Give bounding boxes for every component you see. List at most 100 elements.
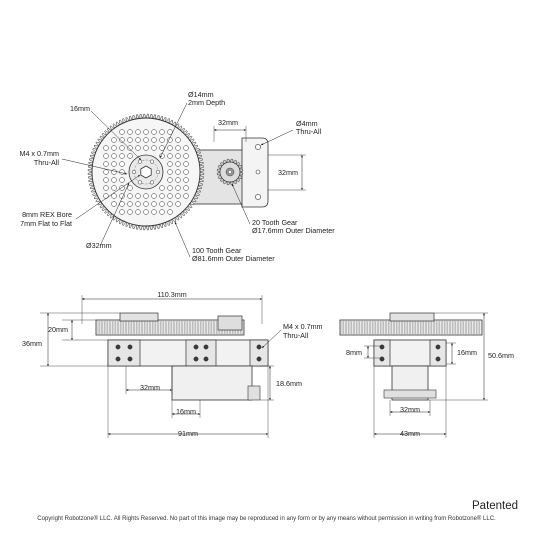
gear-pattern-hole <box>143 137 149 143</box>
hub-tapped-holes <box>131 159 161 185</box>
gear-pattern-hole <box>119 161 125 167</box>
hub-tapped-hole <box>149 159 155 164</box>
gear-pattern-hole <box>175 161 181 167</box>
gear-pattern-hole <box>151 137 157 143</box>
gear-pattern-hole <box>111 145 117 151</box>
label-dia32: Ø32mm <box>86 241 112 250</box>
gear-pattern-hole <box>143 129 149 135</box>
side-view <box>40 295 282 438</box>
gear-pattern-hole <box>127 209 133 215</box>
label-thru-all-bracket: Thru-All <box>296 127 322 136</box>
label-32-vertical: 32mm <box>278 168 298 177</box>
gear-pattern-hole <box>111 185 117 191</box>
gear-pattern-hole <box>119 209 125 215</box>
label-depth2: 2mm Depth <box>188 98 226 107</box>
label-m4tap-top: M4 x 0.7mm <box>19 149 59 158</box>
label-43: 43mm <box>400 429 420 438</box>
bolt-head <box>435 356 441 362</box>
label-m4tap-side: M4 x 0.7mm <box>283 322 323 331</box>
gear-pattern-hole <box>151 193 157 199</box>
gear-pattern-hole <box>183 193 189 199</box>
gear-pattern-hole <box>167 161 173 167</box>
label-110: 110.3mm <box>157 290 187 299</box>
gear-pattern-hole <box>103 193 109 199</box>
gear-pattern-hole <box>127 201 133 207</box>
label-16mm-end: 16mm <box>457 348 477 357</box>
side-bracket-plate-mid <box>185 339 217 367</box>
side-gear-20 <box>217 315 243 331</box>
gear-pattern-hole <box>183 185 189 191</box>
label-gear100: 100 Tooth Gear <box>192 246 242 255</box>
gear-pattern-hole <box>103 161 109 167</box>
gear-pattern-hole <box>119 169 125 175</box>
gear-pattern-hole <box>135 129 141 135</box>
bolt-head <box>127 344 133 350</box>
side-hub <box>119 312 159 322</box>
label-gear20: 20 Tooth Gear <box>252 218 298 227</box>
gear-pattern-hole <box>103 145 109 151</box>
gear-pattern-hole <box>183 153 189 159</box>
label-18-6: 18.6mm <box>276 379 302 388</box>
label-32-side: 32mm <box>140 383 160 392</box>
label-dia14: Ø14mm <box>188 90 214 99</box>
gear-pattern-hole <box>119 177 125 183</box>
gear-pattern-hole <box>135 201 141 207</box>
gear-pattern-hole <box>159 129 165 135</box>
bolt-head <box>203 356 209 362</box>
gear-pattern-hole <box>135 193 141 199</box>
label-16-side: 16mm <box>176 407 196 416</box>
side-servo-tab <box>247 385 261 401</box>
gear-pattern-hole <box>119 137 125 143</box>
gear-pattern-hole <box>135 145 141 151</box>
gear-pattern-hole <box>127 145 133 151</box>
gear-pattern-hole <box>159 137 165 143</box>
top-view <box>61 102 306 258</box>
label-thru-all-side: Thru-All <box>283 331 309 340</box>
gear-pattern-hole <box>183 161 189 167</box>
gear-pattern-hole <box>175 201 181 207</box>
label-dia4: Ø4mm <box>296 119 318 128</box>
gear-pattern-hole <box>151 145 157 151</box>
gear-pattern-hole <box>167 145 173 151</box>
label-rex-bore: 8mm REX Bore <box>22 210 72 219</box>
gear-pattern-hole <box>119 153 125 159</box>
gear-pattern-hole <box>167 201 173 207</box>
gear-pattern-hole <box>183 169 189 175</box>
gear-pattern-hole <box>111 177 117 183</box>
gear-pattern-hole <box>175 145 181 151</box>
gear-pattern-hole <box>127 185 133 191</box>
gear-pattern-hole <box>167 209 173 215</box>
servo-spline-center <box>228 170 232 174</box>
bolt-head <box>379 344 385 350</box>
gear-pattern-hole <box>111 137 117 143</box>
gear-pattern-hole <box>111 193 117 199</box>
gear-pattern-hole <box>111 161 117 167</box>
label-32-end: 32mm <box>400 405 420 414</box>
gear-pattern-hole <box>103 185 109 191</box>
gear-pattern-hole <box>151 201 157 207</box>
gear-pattern-hole <box>143 145 149 151</box>
copyright-notice: Copyright Robotzone® LLC. All Rights Res… <box>37 516 496 522</box>
gear-pattern-hole <box>167 169 173 175</box>
bolt-head <box>203 344 209 350</box>
label-50-6: 50.6mm <box>488 351 514 360</box>
gear-pattern-hole <box>151 129 157 135</box>
label-gear100-od: Ø81.6mm Outer Diameter <box>192 254 275 263</box>
gear-pattern-hole <box>175 177 181 183</box>
label-32-horizontal: 32mm <box>218 118 238 127</box>
rex-bore-hex <box>140 165 152 179</box>
end-hub <box>389 312 435 322</box>
gear-pattern-hole <box>175 153 181 159</box>
end-bracket-plate-right <box>429 339 447 367</box>
label-gear20-od: Ø17.6mm Outer Diameter <box>252 226 335 235</box>
label-r16: 16mm <box>70 104 90 113</box>
side-bracket-plate-left <box>107 339 141 367</box>
gear-pattern-hole <box>119 129 125 135</box>
gear-pattern-hole <box>159 201 165 207</box>
bracket-hole <box>255 169 261 175</box>
label-8mm: 8mm <box>346 348 362 357</box>
gear-pattern-hole <box>111 169 117 175</box>
gear-pattern-hole <box>151 209 157 215</box>
gear-pattern-hole <box>159 209 165 215</box>
hub-tapped-hole <box>137 159 143 164</box>
